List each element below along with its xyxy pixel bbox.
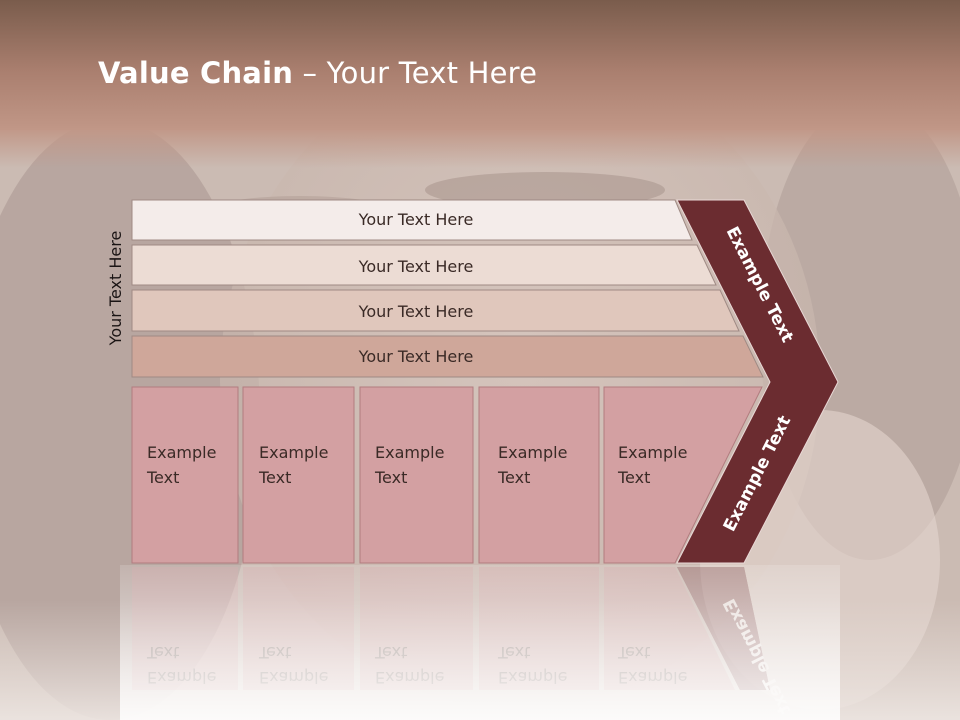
- primary-box-5-line-2: Text: [617, 468, 650, 487]
- primary-box-4-label: Example Text: [497, 443, 573, 487]
- primary-box-3-line-2: Text: [374, 468, 407, 487]
- support-row-2: Your Text Here: [131, 244, 717, 286]
- slide-title: Value Chain – Your Text Here: [98, 56, 537, 90]
- support-row-3-label: Your Text Here: [358, 302, 474, 321]
- support-row-4-label: Your Text Here: [358, 347, 474, 366]
- primary-box-4-line-2: Text: [497, 468, 530, 487]
- title-rest: – Your Text Here: [293, 56, 538, 90]
- primary-box-1-line-2: Text: [146, 468, 179, 487]
- support-row-4: Your Text Here: [131, 335, 764, 378]
- support-row-1: Your Text Here: [131, 199, 693, 241]
- side-label: Your Text Here: [106, 231, 125, 347]
- support-row-2-label: Your Text Here: [358, 257, 474, 276]
- primary-box-5-line-1: Example: [618, 443, 687, 462]
- margin-chevron: Example Text Example Text: [676, 199, 839, 564]
- primary-box-2: Example Text: [242, 386, 355, 564]
- primary-box-1-label: Example Text: [146, 443, 222, 487]
- primary-box-5-label: Example Text: [617, 443, 693, 487]
- primary-box-3-line-1: Example: [375, 443, 444, 462]
- primary-box-2-label: Example Text: [258, 443, 334, 487]
- primary-box-2-line-1: Example: [259, 443, 328, 462]
- primary-box-4: Example Text: [478, 386, 600, 564]
- support-row-3: Your Text Here: [131, 289, 740, 332]
- support-row-1-label: Your Text Here: [358, 210, 474, 229]
- primary-box-5: Example Text: [603, 386, 763, 564]
- primary-box-3: Example Text: [359, 386, 474, 564]
- reflection-fade: [120, 565, 840, 720]
- primary-box-2-line-2: Text: [258, 468, 291, 487]
- primary-box-1-line-1: Example: [147, 443, 216, 462]
- primary-box-1: Example Text: [131, 386, 239, 564]
- primary-box-4-line-1: Example: [498, 443, 567, 462]
- primary-box-3-label: Example Text: [374, 443, 450, 487]
- title-bold: Value Chain: [98, 56, 294, 90]
